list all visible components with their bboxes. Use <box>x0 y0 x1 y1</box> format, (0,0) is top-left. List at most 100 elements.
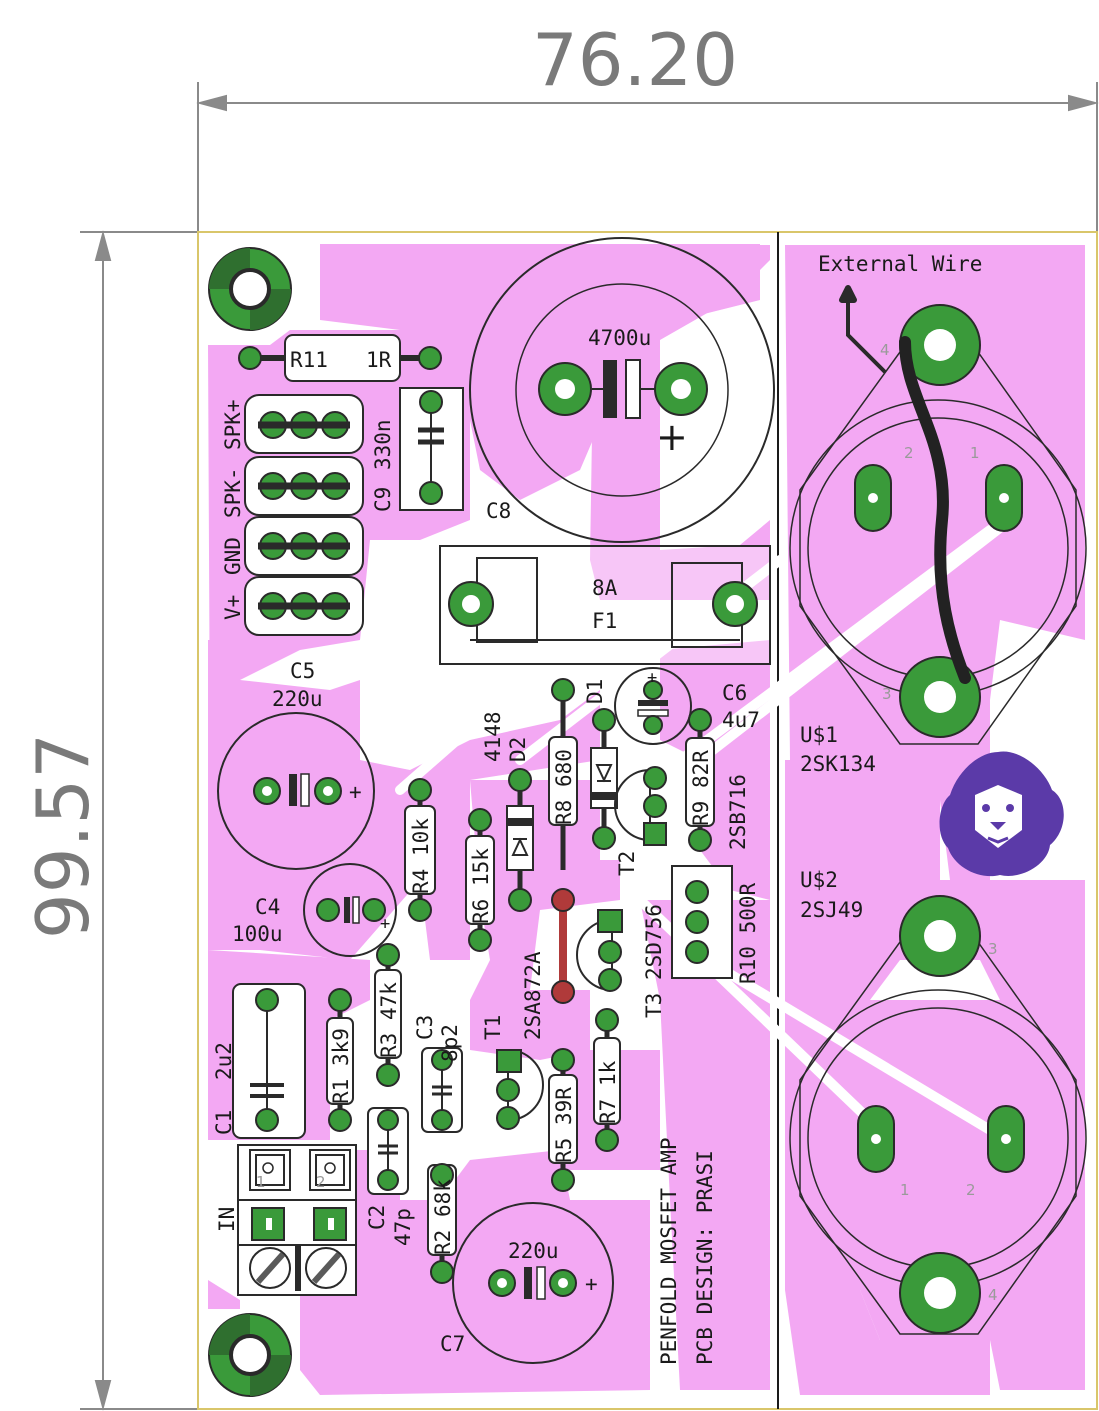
r11-value: 1R <box>366 348 392 372</box>
u2-ref: U$2 <box>800 868 838 892</box>
c8-capacitor <box>469 237 775 543</box>
c1-capacitor <box>232 983 306 1139</box>
c5-plus: + <box>349 780 362 804</box>
u1-pin3: 3 <box>882 685 892 703</box>
u2-pin2: 2 <box>966 1181 976 1199</box>
d2-diode <box>506 768 534 912</box>
r10-value: 500R <box>736 882 760 933</box>
traces <box>395 515 1015 1135</box>
f1-fuse <box>439 545 771 665</box>
width-label: 76.20 <box>532 18 738 102</box>
r4-label: R4 10k <box>409 818 433 894</box>
mounting-hole-icon <box>208 247 292 331</box>
u2-pin1: 1 <box>900 1181 910 1199</box>
r8-value: 680 <box>552 749 576 787</box>
r10-trimmer <box>671 865 733 979</box>
c1-ref: C1 <box>212 1110 236 1135</box>
u1-value: 2SK134 <box>800 752 876 776</box>
input-pin1: 1 <box>256 1173 266 1191</box>
v-plus-label: V+ <box>221 595 245 620</box>
r1-label: R1 3k9 <box>329 1028 353 1104</box>
c1-value: 2u2 <box>212 1042 236 1080</box>
c6-value: 4u7 <box>722 708 760 732</box>
t2-ref: T2 <box>615 851 639 876</box>
d1-ref: D1 <box>583 679 607 704</box>
vertical-resistors <box>326 678 715 1284</box>
t3-transistor <box>576 909 623 992</box>
f1-value: 8A <box>592 576 618 600</box>
r3-ref: R3 <box>377 1033 401 1058</box>
input-label: IN <box>215 1207 239 1232</box>
u1-ref: U$1 <box>800 723 838 747</box>
r11-resistor <box>238 334 442 382</box>
d2-value: 4148 <box>481 711 505 762</box>
c9-value: 330n <box>371 419 395 470</box>
c9-capacitor <box>399 387 464 511</box>
c5-capacitor <box>217 712 375 870</box>
f1-ref: F1 <box>592 609 617 633</box>
t1-transistor <box>496 1049 544 1130</box>
external-wire-label: External Wire <box>818 252 982 276</box>
height-label: 99.57 <box>21 733 105 939</box>
jumper-wire <box>551 888 575 1004</box>
r5-value: 39R <box>552 1087 576 1125</box>
r3-value: 47k <box>377 982 401 1020</box>
spk-minus-label: SPK- <box>221 467 245 518</box>
c7-value: 220u <box>508 1239 559 1263</box>
r1-value: 3k9 <box>329 1028 353 1066</box>
r6-value: 15k <box>469 848 493 886</box>
c4-ref: C4 <box>255 895 280 919</box>
title-line1: PENFOLD MOSFET AMP <box>657 1137 681 1365</box>
title-line2: PCB DESIGN: PRASI <box>693 1150 717 1365</box>
r6-ref: R6 <box>469 899 493 924</box>
d1-diode <box>590 708 618 850</box>
c4-value: 100u <box>232 922 283 946</box>
r11-ref: R11 <box>290 348 328 372</box>
r7-label: R7 1k <box>596 1060 620 1124</box>
r3-label: R3 47k <box>377 982 401 1058</box>
c7-capacitor <box>452 1202 614 1364</box>
c8-value: 4700u <box>588 326 651 350</box>
u2-pin3: 3 <box>988 940 998 958</box>
input-pin2: 2 <box>316 1173 326 1191</box>
u1-pin1: 1 <box>970 444 980 462</box>
t2-value: 2SB716 <box>726 774 750 850</box>
gnd-label: GND <box>221 537 245 575</box>
c6-capacitor <box>614 667 692 745</box>
c6-ref: C6 <box>722 681 747 705</box>
r10-label: R10 500R <box>736 882 760 984</box>
c9-ref: C9 <box>371 487 395 512</box>
c2-capacitor <box>367 1107 409 1195</box>
r5-label: R5 39R <box>552 1087 576 1163</box>
c8-ref: C8 <box>486 499 511 523</box>
c3-value: 8p2 <box>438 1024 462 1062</box>
r6-label: R6 15k <box>469 848 493 924</box>
r7-value: 1k <box>596 1060 620 1086</box>
u2-mosfet <box>789 895 1087 1335</box>
c2-ref: C2 <box>365 1205 389 1230</box>
r1-ref: R1 <box>329 1079 353 1104</box>
r4-ref: R4 <box>409 869 433 894</box>
arrow-icon <box>839 285 887 374</box>
r4-value: 10k <box>409 818 433 856</box>
c6-plus: + <box>647 668 657 688</box>
r8-label: R8 680 <box>552 749 576 825</box>
r5-ref: R5 <box>552 1138 576 1163</box>
connector-pads <box>244 394 364 636</box>
t2-transistor <box>614 766 667 846</box>
r9-value: 82R <box>689 750 713 788</box>
dimension-height <box>80 230 198 1411</box>
c3-ref: C3 <box>413 1015 437 1040</box>
dimension-width <box>196 82 1099 232</box>
r8-ref: R8 <box>552 800 576 825</box>
input-connector <box>237 1144 357 1296</box>
d2-ref: D2 <box>506 737 530 762</box>
c8-plus: + <box>656 415 688 459</box>
t1-value: 2SA872A <box>521 951 545 1040</box>
c7-ref: C7 <box>440 1332 465 1356</box>
c4-capacitor <box>303 863 397 957</box>
r9-label: R9 82R <box>689 750 713 826</box>
u1-mosfet <box>789 304 1087 745</box>
c3-capacitor <box>421 1047 463 1133</box>
